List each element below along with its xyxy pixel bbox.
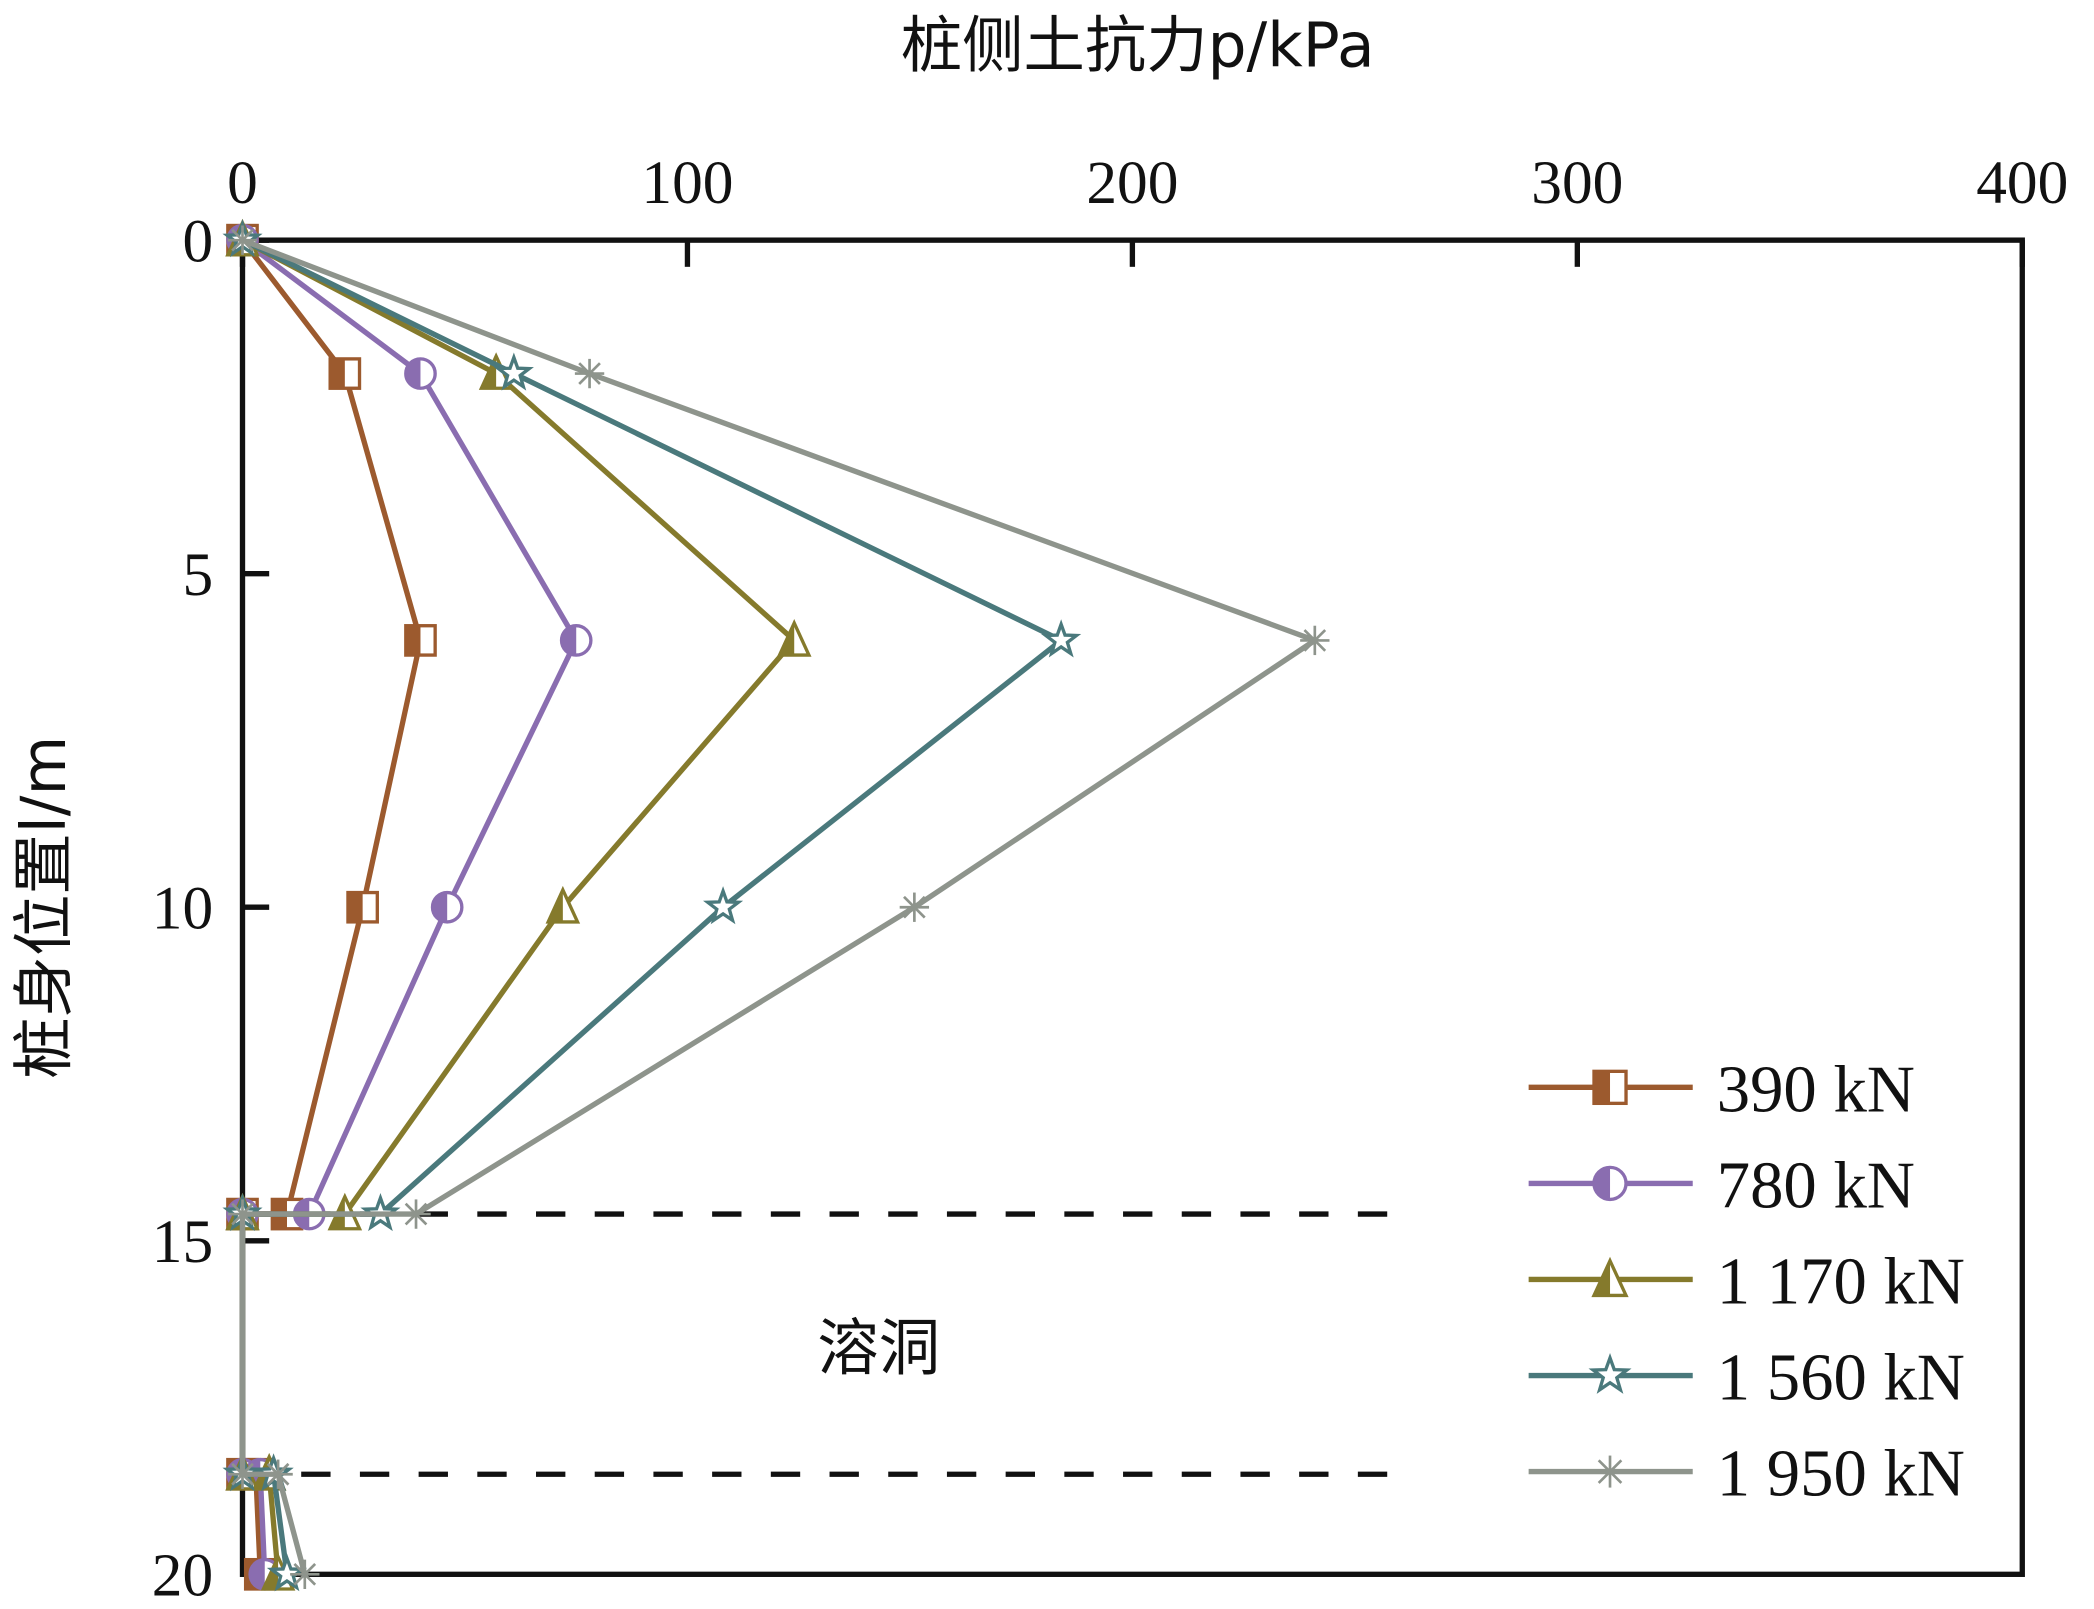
circle-marker-fill bbox=[432, 892, 448, 922]
star-marker bbox=[493, 352, 534, 391]
x-axis-title: 桩侧土抗力p/kPa bbox=[901, 11, 1375, 82]
asterisk-marker bbox=[404, 1202, 428, 1226]
asterisk-marker bbox=[1303, 629, 1327, 652]
y-tick-label: 15 bbox=[152, 1208, 213, 1276]
asterisk-marker bbox=[231, 228, 254, 252]
square-marker-fill bbox=[405, 625, 421, 656]
star-marker bbox=[1041, 619, 1082, 658]
legend-item: 390 kN bbox=[1528, 1053, 1915, 1126]
y-tick-label: 0 bbox=[182, 207, 213, 275]
asterisk-marker bbox=[231, 1202, 254, 1226]
legend-label: 780 kN bbox=[1717, 1149, 1915, 1222]
cave-annotation: 溶洞 bbox=[817, 1313, 940, 1384]
legend-label: 1 950 kN bbox=[1717, 1438, 1965, 1511]
star-marker bbox=[703, 886, 744, 925]
x-tick-label: 100 bbox=[641, 149, 733, 217]
legend-label: 1 560 kN bbox=[1717, 1342, 1965, 1415]
x-tick-label: 300 bbox=[1531, 149, 1623, 217]
circle-marker-fill bbox=[405, 358, 421, 389]
square-marker-fill bbox=[347, 892, 363, 922]
asterisk-marker bbox=[903, 895, 926, 919]
square-marker-fill bbox=[330, 358, 345, 389]
y-tick-label: 20 bbox=[152, 1542, 213, 1609]
legend-item: 780 kN bbox=[1528, 1149, 1915, 1222]
asterisk-marker bbox=[231, 1462, 254, 1486]
y-axis-title: 桩身位置l/m bbox=[9, 736, 80, 1079]
circle-marker-fill bbox=[1594, 1167, 1611, 1200]
series-1950kN-group bbox=[227, 225, 1330, 1589]
series-780kN-group bbox=[226, 223, 593, 1591]
asterisk-marker bbox=[293, 1562, 317, 1586]
series-line bbox=[239, 237, 1321, 1575]
legend-label: 390 kN bbox=[1717, 1053, 1915, 1126]
square-marker-fill bbox=[1594, 1071, 1611, 1104]
legend-item: 1 560 kN bbox=[1528, 1342, 1965, 1415]
x-tick-label: 200 bbox=[1086, 149, 1178, 217]
series-line bbox=[239, 238, 580, 1575]
triangle-marker-fill bbox=[548, 889, 563, 922]
legend-item: 1 950 kN bbox=[1528, 1438, 1965, 1511]
circle-marker-fill bbox=[250, 1559, 265, 1589]
legend-item: 1 170 kN bbox=[1528, 1245, 1965, 1318]
asterisk-marker bbox=[1597, 1459, 1623, 1484]
series-line bbox=[239, 238, 424, 1575]
legend-label: 1 170 kN bbox=[1717, 1245, 1965, 1318]
asterisk-marker bbox=[578, 362, 601, 385]
y-tick-label: 5 bbox=[182, 541, 213, 609]
star-marker bbox=[1588, 1353, 1632, 1394]
circle-marker-fill bbox=[561, 625, 577, 656]
asterisk-marker bbox=[266, 1462, 290, 1486]
x-tick-label: 400 bbox=[1976, 149, 2068, 217]
y-tick-label: 10 bbox=[152, 875, 213, 943]
x-tick-label: 0 bbox=[227, 149, 258, 217]
